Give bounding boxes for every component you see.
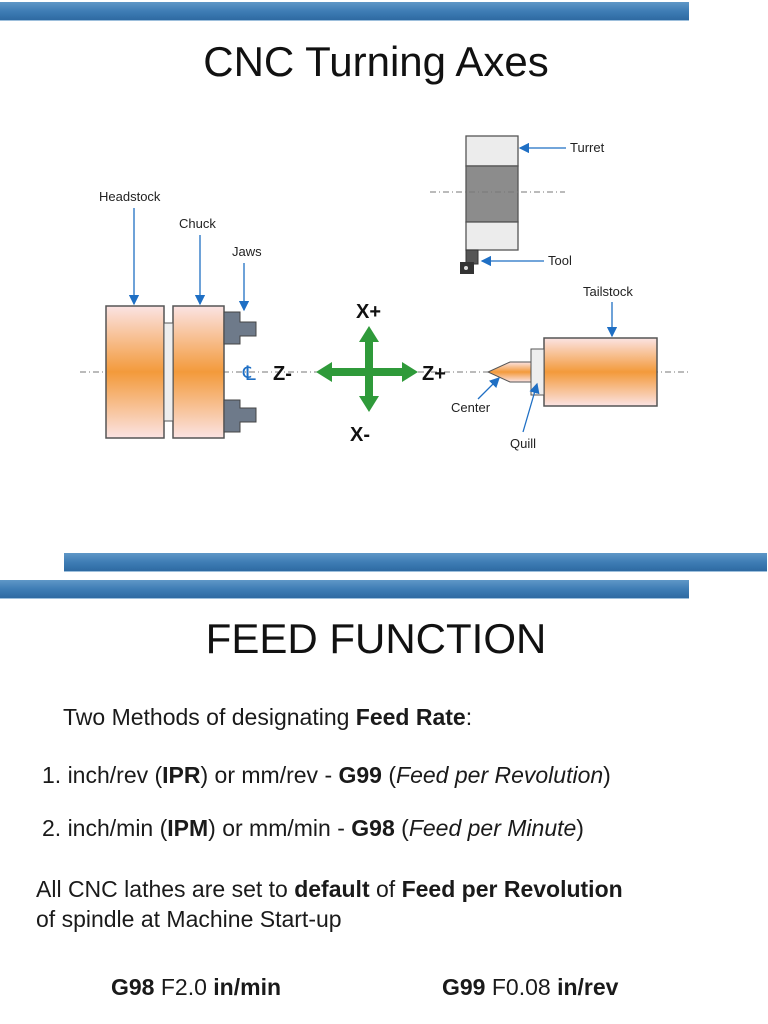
default-feed-note: All CNC lathes are set to default of Fee… <box>36 876 623 932</box>
label-headstock: Headstock <box>99 189 161 204</box>
slide2-title: FEED FUNCTION <box>205 615 547 662</box>
chuck-body <box>172 305 225 439</box>
label-jaws: Jaws <box>232 244 262 259</box>
leader-center <box>477 377 500 400</box>
tailstock-body <box>543 337 658 407</box>
centerline-symbol: ℄ <box>242 361 256 385</box>
example-g99: G99 F0.08 in/rev <box>442 974 619 1000</box>
feed-method-1: 1. inch/rev (IPR) or mm/rev - G99 (Feed … <box>42 762 611 788</box>
label-turret: Turret <box>570 140 605 155</box>
slide1-bottom-bar <box>64 553 767 571</box>
lathe-axes-diagram: ℄ Headstock Chuck Jaws X+ X- Z- Z+ Turre… <box>80 135 690 451</box>
jaw-bottom <box>223 399 257 433</box>
axis-label-z-plus: Z+ <box>422 363 446 385</box>
intro-line: Two Methods of designating Feed Rate: <box>63 704 473 730</box>
label-chuck: Chuck <box>179 216 216 231</box>
tailstock-center <box>486 361 532 383</box>
tool-holder <box>465 249 479 265</box>
chuck-connector <box>163 322 174 422</box>
slide1-top-bar <box>0 2 689 20</box>
label-quill: Quill <box>510 436 536 451</box>
slide1-title: CNC Turning Axes <box>203 38 549 85</box>
axis-label-x-plus: X+ <box>356 301 381 323</box>
jaw-top <box>223 311 257 345</box>
axis-label-x-minus: X- <box>350 424 370 446</box>
turret-top <box>465 135 519 167</box>
axis-label-z-minus: Z- <box>273 363 292 385</box>
axis-cross <box>316 326 418 412</box>
label-tailstock: Tailstock <box>583 284 633 299</box>
feed-method-2: 2. inch/min (IPM) or mm/min - G98 (Feed … <box>42 815 584 841</box>
headstock-body <box>105 305 165 439</box>
label-center: Center <box>451 400 491 415</box>
slide2-top-bar <box>0 580 689 598</box>
turret-middle <box>465 165 519 223</box>
turret-bottom <box>465 221 519 251</box>
leader-quill <box>522 382 540 433</box>
tailstock-quill <box>530 348 545 396</box>
label-tool: Tool <box>548 253 572 268</box>
example-g98: G98 F2.0 in/min <box>111 974 282 1000</box>
